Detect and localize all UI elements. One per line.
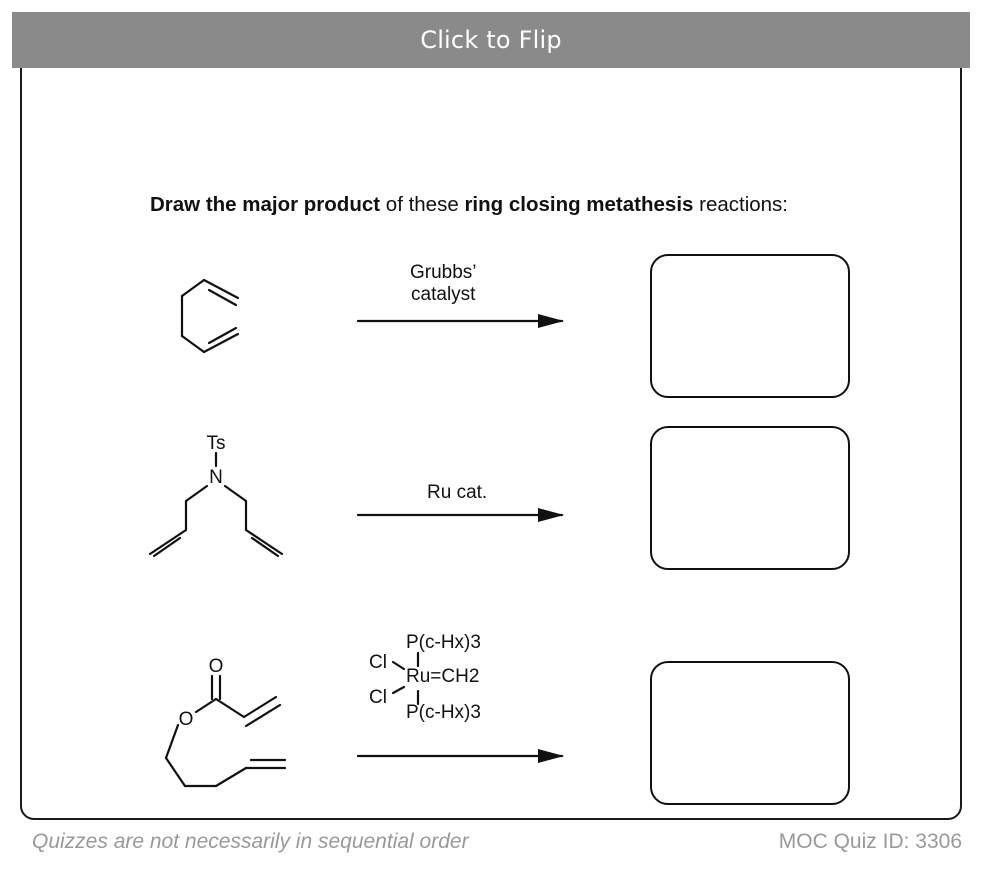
- diallylamine-structure: [148, 451, 284, 558]
- catalyst-cl-bottom: Cl: [369, 687, 387, 708]
- n-label: N: [209, 467, 223, 488]
- question-text: Draw the major product of these ring clo…: [150, 193, 788, 217]
- catalyst-bonds: [391, 651, 420, 706]
- answer-box-3[interactable]: [650, 661, 850, 805]
- ts-label: Ts: [207, 433, 226, 454]
- flip-label: Click to Flip: [420, 26, 562, 54]
- reagent-1-line1: Grubbs’: [410, 262, 477, 283]
- ester-structure: [164, 674, 287, 788]
- quiz-id: MOC Quiz ID: 3306: [778, 830, 962, 853]
- question-plain-1: of these: [380, 193, 465, 216]
- question-bold-1: Draw the major product: [150, 193, 381, 216]
- catalyst-top-ligand-text: P(c-Hx)3: [406, 632, 481, 653]
- catalyst-bottom-ligand-text: P(c-Hx)3: [406, 702, 481, 723]
- reagent-2: Ru cat.: [427, 482, 487, 504]
- catalyst-cl-top: Cl: [369, 652, 387, 673]
- catalyst-center-text: Ru=CH2: [406, 666, 480, 687]
- reagent-2-line1: Ru cat.: [427, 482, 488, 503]
- catalyst-center: Ru=CH2: [406, 666, 479, 688]
- reagent-1-line2: catalyst: [411, 284, 476, 305]
- carbonyl-o-label: O: [209, 656, 224, 677]
- reagent-1: Grubbs’ catalyst: [410, 262, 477, 306]
- answer-box-1[interactable]: [650, 254, 850, 398]
- catalyst-bottom-ligand: P(c-Hx)3: [406, 702, 481, 724]
- question-plain-2: reactions:: [693, 193, 788, 216]
- answer-box-2[interactable]: [650, 426, 850, 570]
- flip-button[interactable]: Click to Flip: [12, 12, 970, 68]
- diene-structure: [180, 278, 240, 354]
- question-bold-2: ring closing metathesis: [464, 193, 694, 216]
- catalyst-top-ligand: P(c-Hx)3: [406, 632, 481, 654]
- ester-o-label: O: [179, 709, 194, 730]
- footer-note: Quizzes are not necessarily in sequentia…: [32, 830, 469, 853]
